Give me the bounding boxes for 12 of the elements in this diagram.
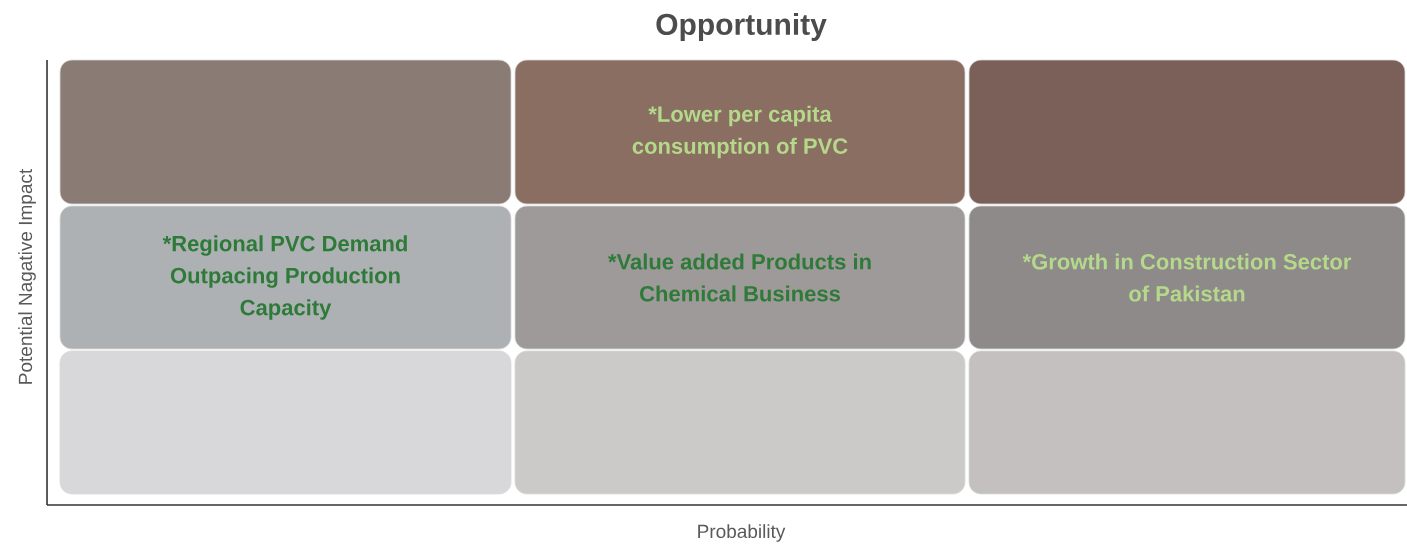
empty-cell [968,350,1406,495]
risk-cell: *Lower per capita consumption of PVC [514,59,966,205]
axis-title: Probability [698,524,786,542]
risk-cell: *Value added Products in Chemical Business [514,205,966,350]
axis-title: Potential Nagative Impact [18,168,36,384]
risk-cell: *Growth in Construction Sector of Pakistan [968,205,1406,350]
chart-title: Opportunity [656,13,827,41]
empty-cell [968,59,1406,205]
risk-cell: *Regional PVC Demand Outpacing Production Capacity [59,205,512,350]
empty-cell [59,350,512,495]
empty-cell [514,350,966,495]
empty-cell [59,59,512,205]
